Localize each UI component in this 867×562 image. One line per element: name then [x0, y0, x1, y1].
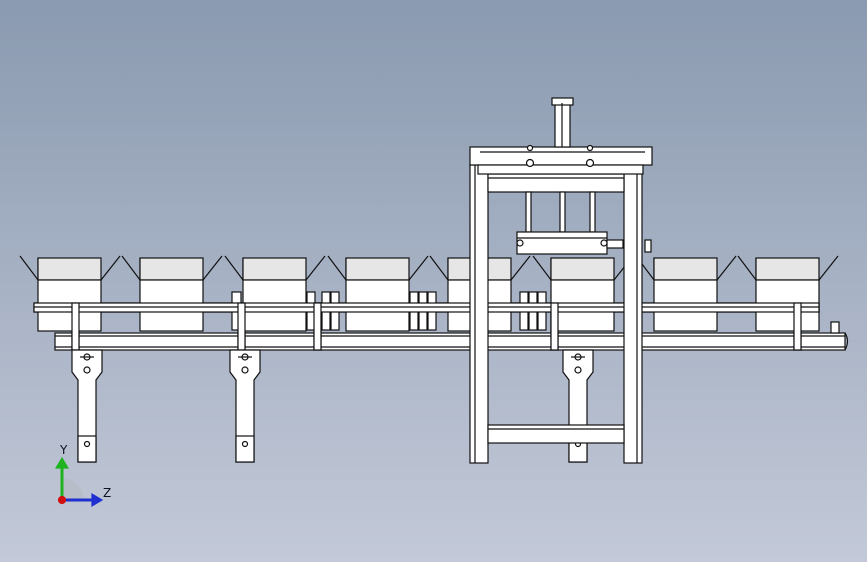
axis-z-arrow-icon [91, 492, 104, 508]
guide-rods [525, 191, 596, 233]
gripper-head [516, 231, 652, 255]
carton [121, 255, 223, 332]
support-leg [562, 349, 594, 463]
carton [737, 255, 839, 332]
support-leg [71, 349, 103, 463]
support-leg [229, 349, 261, 463]
carton [532, 255, 634, 332]
axis-z-label: Z [103, 486, 112, 500]
pneumatic-cylinder [551, 97, 574, 148]
carton [19, 255, 121, 332]
origin-dot-icon [57, 495, 67, 505]
carton [635, 255, 737, 332]
axis-y-label: Y [60, 443, 68, 457]
conveyor-beam [54, 321, 849, 351]
gantry-frame [469, 144, 653, 464]
axis-y-arrow-icon [54, 456, 70, 469]
guide-rail-front [33, 302, 820, 351]
coordinate-triad [54, 456, 104, 508]
